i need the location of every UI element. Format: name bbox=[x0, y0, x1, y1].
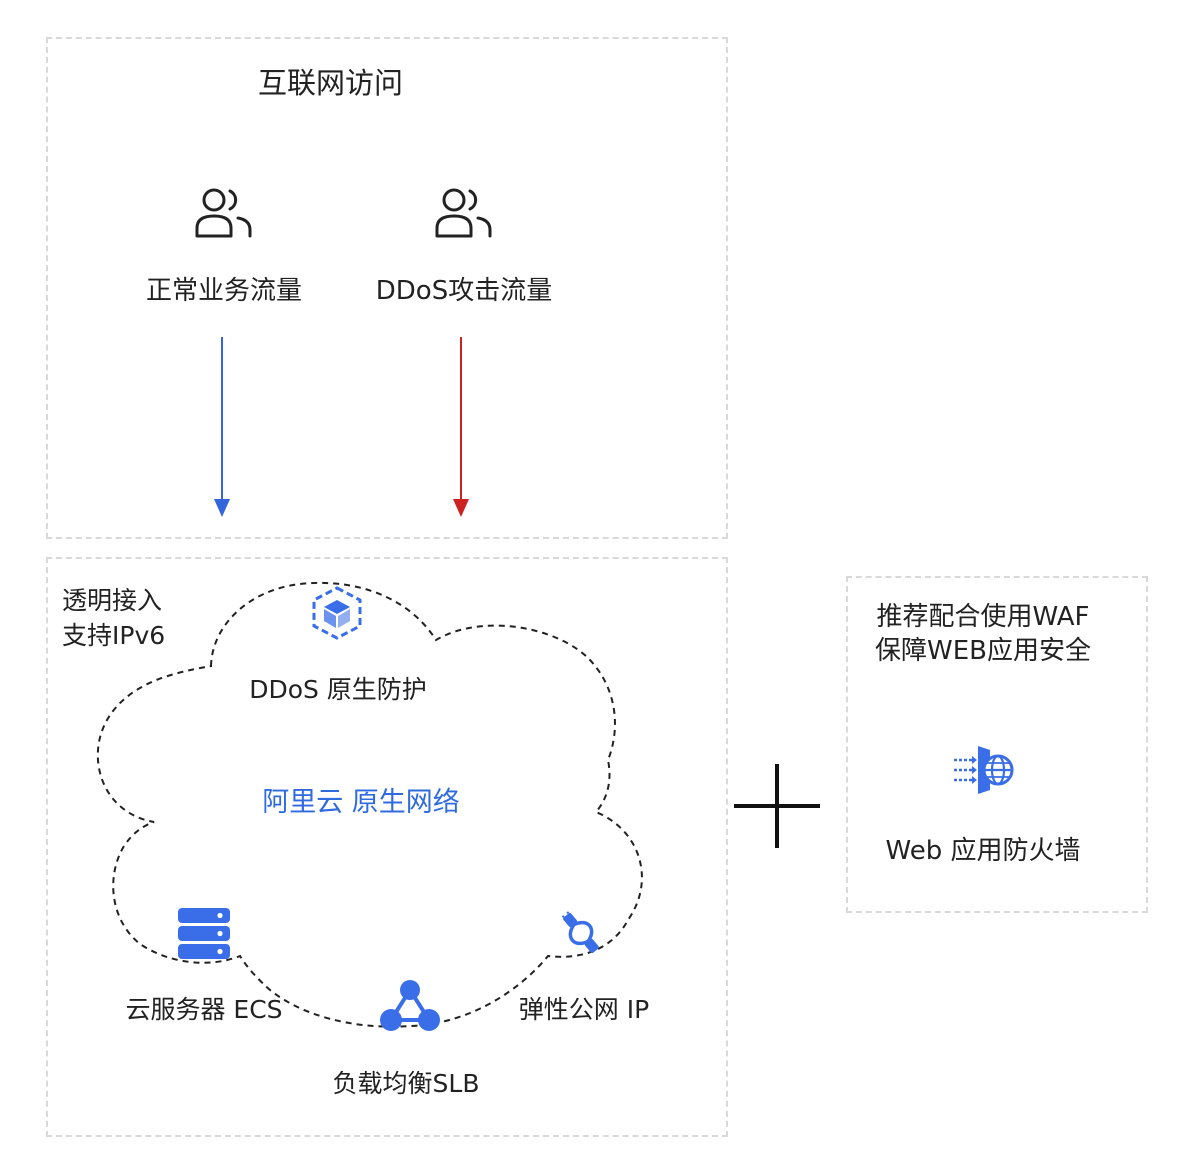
server-icon bbox=[178, 908, 230, 959]
cloud-region-panel bbox=[46, 557, 728, 1137]
normal-traffic-label: 正常业务流量 bbox=[145, 276, 302, 306]
ddos-protection-label: DDoS 原生防护 bbox=[249, 675, 427, 704]
ddos-traffic-arrowhead bbox=[453, 499, 469, 517]
slb-label: 负载均衡SLB bbox=[332, 1069, 480, 1098]
load-balancer-icon bbox=[380, 980, 440, 1031]
attacker-group-icon bbox=[435, 188, 492, 238]
waf-label: Web 应用防火墙 bbox=[885, 836, 1081, 866]
waf-panel bbox=[846, 576, 1148, 913]
waf-note-line1: 推荐配合使用WAF bbox=[876, 602, 1090, 632]
user-group-icon bbox=[195, 188, 252, 238]
internet-access-title: 互联网访问 bbox=[258, 66, 404, 100]
elastic-ip-icon bbox=[561, 911, 599, 954]
internet-access-panel bbox=[46, 37, 728, 539]
ecs-label: 云服务器 ECS bbox=[125, 995, 283, 1024]
access-note-line1: 透明接入 bbox=[62, 586, 163, 615]
waf-firewall-icon bbox=[954, 746, 1014, 794]
waf-note-line2: 保障WEB应用安全 bbox=[875, 636, 1091, 666]
access-note-line2: 支持IPv6 bbox=[62, 621, 166, 650]
eip-label: 弹性公网 IP bbox=[518, 995, 650, 1024]
cloud-network-label: 阿里云 原生网络 bbox=[262, 787, 460, 818]
ddos-traffic-label: DDoS攻击流量 bbox=[375, 276, 553, 306]
ddos-protection-icon bbox=[312, 586, 362, 640]
normal-traffic-arrowhead bbox=[214, 499, 230, 517]
